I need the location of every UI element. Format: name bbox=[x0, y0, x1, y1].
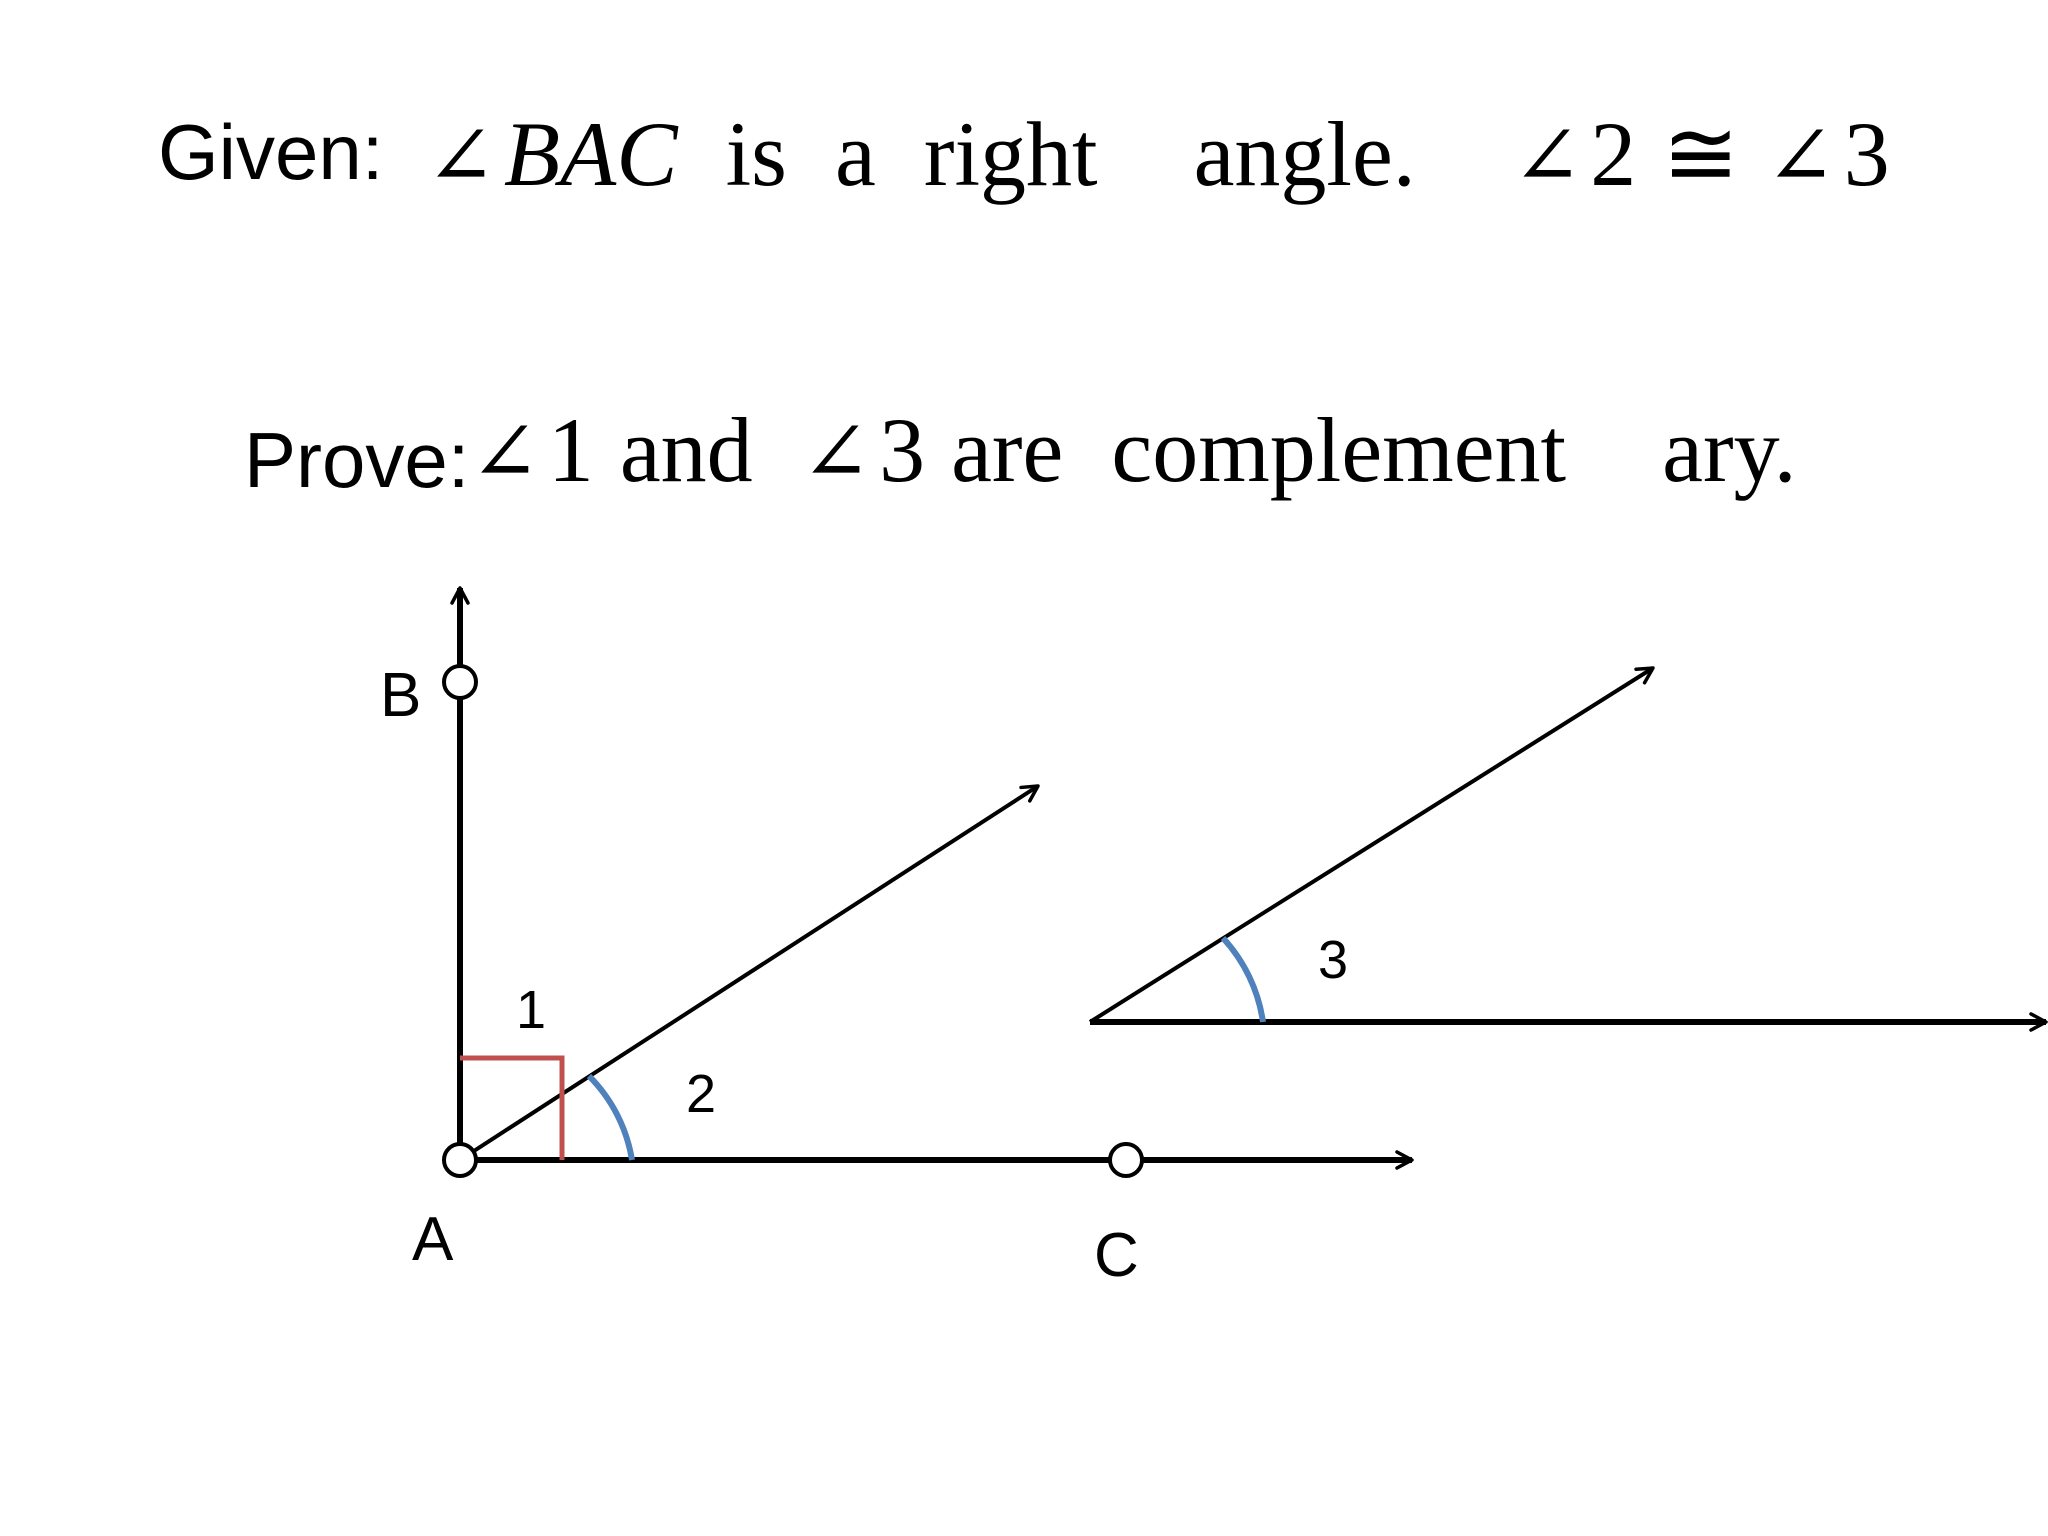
prove-text-ary: ary. bbox=[1662, 399, 1797, 501]
point-c bbox=[1108, 1142, 1144, 1178]
point-label-b: B bbox=[380, 661, 421, 730]
angle-symbol-icon: ∠ bbox=[1765, 111, 1836, 204]
right-angle-marker bbox=[460, 1055, 565, 1160]
angle-3-upper-ray bbox=[1088, 666, 1655, 1024]
prove-text-and: and bbox=[619, 399, 753, 501]
given-angle-2: 2 bbox=[1590, 103, 1637, 205]
given-text-is: is bbox=[725, 103, 787, 205]
angle-2-arc bbox=[586, 1073, 635, 1161]
given-angle-3: 3 bbox=[1843, 103, 1890, 205]
angle-symbol-icon: ∠ bbox=[425, 111, 496, 204]
given-text-a: a bbox=[834, 103, 876, 205]
prove-angle-1: 1 bbox=[547, 399, 594, 501]
angle-label-1: 1 bbox=[516, 980, 546, 1040]
angle-label-2: 2 bbox=[686, 1064, 716, 1124]
angle-symbol-icon: ∠ bbox=[800, 407, 872, 500]
point-b bbox=[442, 664, 478, 700]
angle-3-arc bbox=[1220, 935, 1266, 1023]
point-a bbox=[442, 1142, 478, 1178]
prove-text-are: are bbox=[951, 399, 1064, 501]
given-text-angle: angle. bbox=[1193, 103, 1416, 205]
angle-symbol-icon: ∠ bbox=[1511, 111, 1583, 204]
angle-label-3: 3 bbox=[1318, 930, 1348, 990]
ray-middle bbox=[458, 784, 1040, 1162]
given-text-right: right bbox=[923, 103, 1098, 205]
point-label-c: C bbox=[1094, 1221, 1139, 1290]
prove-text-complement: complement bbox=[1111, 399, 1567, 501]
prove-label: Prove: bbox=[244, 416, 470, 504]
congruent-symbol: ≅ bbox=[1662, 103, 1740, 205]
given-label: Given: bbox=[158, 108, 384, 196]
given-angle-name: BAC bbox=[503, 103, 678, 205]
point-label-a: A bbox=[412, 1205, 454, 1274]
prove-angle-3: 3 bbox=[879, 399, 926, 501]
angle-symbol-icon: ∠ bbox=[469, 407, 540, 500]
